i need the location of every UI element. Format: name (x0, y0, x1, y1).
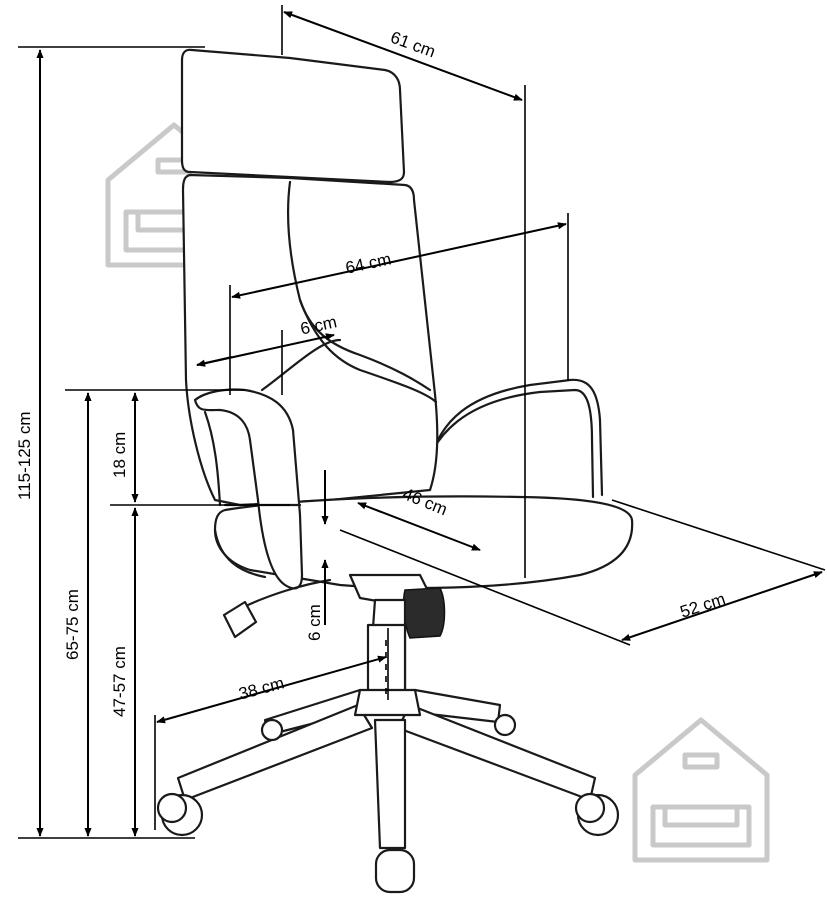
dim-line-width-top (283, 11, 523, 101)
dim-line-armrest-width (231, 222, 567, 299)
label-total-height: 115-125 cm (15, 411, 34, 500)
label-seat-height: 47-57 cm (110, 646, 129, 717)
caster-wheels (156, 713, 620, 894)
label-seat-depth: 52 cm (678, 589, 728, 621)
dim-line-base-radius (156, 655, 387, 724)
dim-line-seat-width (357, 502, 481, 551)
far-armrest (428, 378, 604, 497)
tilt-lever (246, 578, 332, 607)
label-armrest-above-seat: 18 cm (110, 432, 129, 478)
house-armchair-icon (632, 717, 770, 863)
label-armrest-height: 65-75 cm (63, 589, 82, 660)
chair-drawing (156, 48, 634, 894)
tilt-knob (402, 587, 446, 639)
dim-line-seat-depth (621, 571, 823, 641)
dimension-lines (18, 5, 826, 839)
label-seat-thickness: 6 cm (305, 604, 324, 641)
headrest (180, 48, 406, 184)
label-base-radius: 38 cm (237, 673, 287, 703)
near-armrest (193, 388, 304, 590)
label-width-top: 61 cm (388, 28, 438, 62)
